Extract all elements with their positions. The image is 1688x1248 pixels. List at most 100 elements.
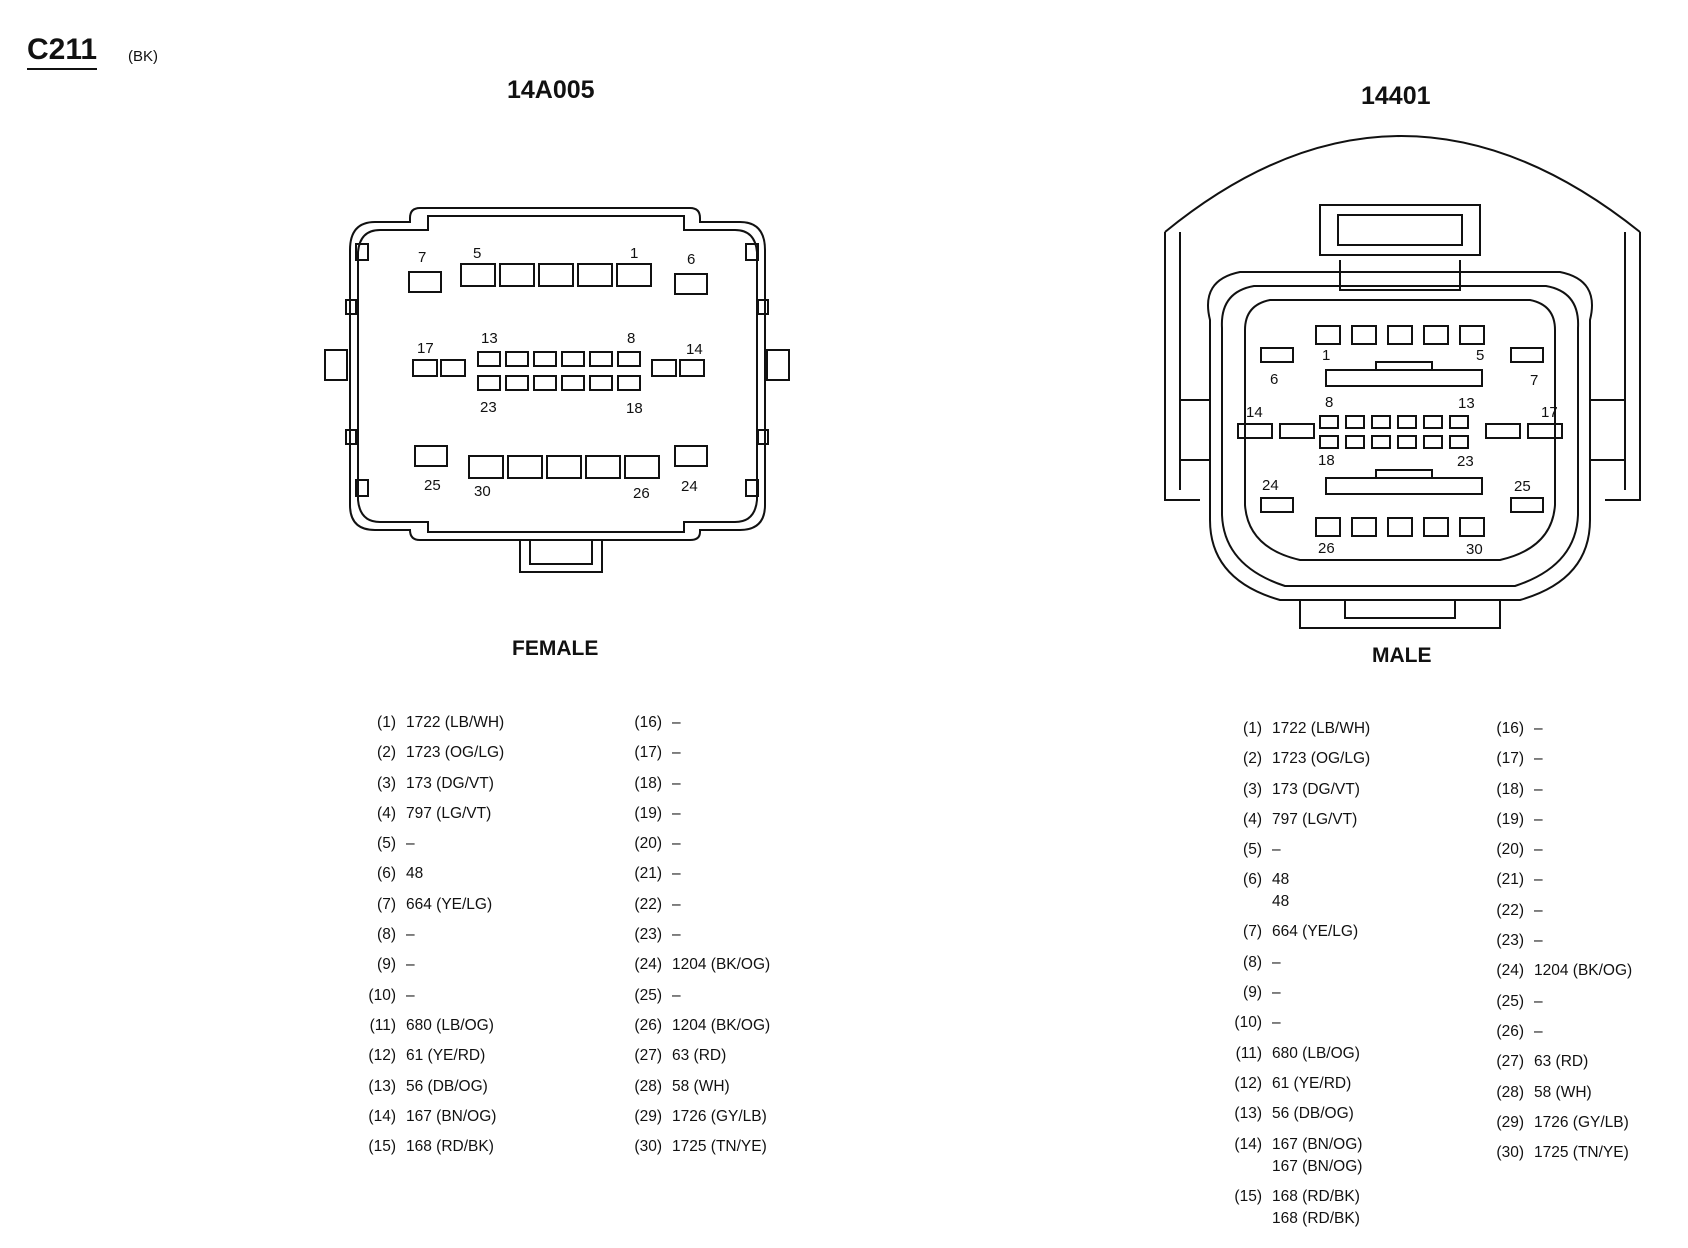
circuit-values: 1723 (OG/LG): [406, 742, 504, 764]
pin-number: (10): [1234, 1014, 1262, 1032]
circuit-value: 167 (BN/OG): [1272, 1157, 1363, 1175]
circuit-value: –: [406, 835, 415, 853]
pin-number: (4): [377, 804, 396, 822]
circuit-value: 167 (BN/OG): [1272, 1135, 1363, 1153]
female-pin-label: 7: [418, 249, 426, 266]
circuit-value: 1726 (GY/LB): [672, 1107, 767, 1125]
circuit-value: 173 (DG/VT): [1272, 780, 1360, 798]
circuit-value: –: [1534, 720, 1543, 737]
pin-number: (26): [1496, 1022, 1524, 1040]
circuit-value: 168 (RD/BK): [1272, 1209, 1360, 1227]
female-pin-label: 18: [626, 400, 643, 417]
circuit-values: 1726 (GY/LB): [672, 1106, 767, 1128]
circuit-row: (8)–: [1226, 952, 1370, 982]
circuit-row: (2)1723 (OG/LG): [1226, 748, 1370, 778]
circuit-value: 680 (LB/OG): [406, 1016, 494, 1034]
circuit-value: 1725 (TN/YE): [1534, 1144, 1629, 1162]
circuit-values: –: [672, 894, 681, 916]
circuit-row: (24)1204 (BK/OG): [626, 954, 770, 984]
pin-number: (19): [634, 804, 662, 822]
pin-number: (25): [1496, 992, 1524, 1010]
circuit-values: 63 (RD): [1534, 1051, 1588, 1073]
circuit-values: –: [672, 773, 681, 795]
circuit-row: (28)58 (WH): [626, 1076, 770, 1106]
circuit-row: (2) 1723 (OG/LG): [360, 742, 504, 772]
circuit-value: 1204 (BK/OG): [672, 1016, 771, 1034]
circuit-row: (12)61 (YE/RD): [360, 1045, 504, 1075]
circuit-value: –: [672, 744, 681, 762]
circuit-row: (28)58 (WH): [1488, 1082, 1632, 1112]
circuit-value: –: [406, 986, 415, 1004]
female-pin-label: 30: [474, 483, 491, 500]
circuit-row: (11)680 (LB/OG): [1226, 1043, 1370, 1073]
pin-number: (28): [634, 1077, 662, 1095]
female-pin-label: 14: [686, 341, 703, 358]
circuit-values: 1722 (LB/WH): [1272, 718, 1370, 740]
pin-number: (3): [377, 774, 396, 792]
circuit-values: –: [672, 712, 681, 734]
pin-number: (16): [1496, 720, 1524, 737]
female-pin-label: 5: [473, 245, 481, 262]
circuit-row: (30)1725 (TN/YE): [1488, 1142, 1632, 1172]
pin-number: (24): [1496, 962, 1524, 980]
pin-number: (30): [634, 1138, 662, 1156]
circuit-value: 664 (YE/LG): [406, 895, 493, 913]
circuit-values: 58 (WH): [1534, 1082, 1592, 1104]
circuit-value: 1725 (TN/YE): [672, 1138, 767, 1156]
circuit-values: –: [1534, 869, 1543, 891]
pin-number: (3): [1243, 780, 1262, 798]
male-pin-label: 23: [1457, 453, 1474, 470]
circuit-value: –: [1534, 932, 1543, 950]
circuit-values: –: [1534, 1021, 1543, 1043]
female-pin-label: 24: [681, 478, 698, 495]
circuit-value: 48: [1272, 871, 1290, 889]
circuit-values: –: [1272, 839, 1281, 861]
circuit-values: 1726 (GY/LB): [1534, 1112, 1629, 1134]
male-pin-label: 25: [1514, 478, 1531, 495]
pin-number: (8): [377, 926, 396, 944]
pin-number: (12): [368, 1047, 396, 1065]
circuit-value: –: [672, 895, 681, 913]
circuit-value: –: [406, 956, 415, 974]
pin-number: (16): [634, 714, 662, 731]
circuit-row: (17)–: [1488, 748, 1632, 778]
pin-number: (1): [377, 714, 396, 731]
circuit-value: 58 (WH): [1534, 1083, 1592, 1101]
circuit-row: (5)–: [1226, 839, 1370, 869]
circuit-values: –: [1534, 718, 1543, 740]
circuit-value: –: [1534, 841, 1543, 859]
circuit-value: –: [672, 714, 681, 731]
circuit-row: (1)1722 (LB/WH): [1226, 718, 1370, 748]
circuit-value: –: [1534, 992, 1543, 1010]
pin-number: (13): [368, 1077, 396, 1095]
circuit-row: (13)56 (DB/OG): [360, 1076, 504, 1106]
circuit-values: 664 (YE/LG): [1272, 921, 1358, 943]
circuit-values: –: [672, 742, 681, 764]
circuit-value: 1204 (BK/OG): [1534, 962, 1633, 980]
pin-number: (22): [634, 895, 662, 913]
circuit-value: –: [672, 835, 681, 853]
circuit-row: (30) 1725 (TN/YE): [626, 1136, 770, 1166]
pin-number: (2): [377, 744, 396, 762]
circuit-row: (18)–: [1488, 779, 1632, 809]
circuit-row: (24) 1204 (BK/OG): [1488, 960, 1632, 990]
pin-number: (8): [1243, 953, 1262, 971]
circuit-row: (3) 173 (DG/VT): [1226, 779, 1370, 809]
female-pin-label: 17: [417, 340, 434, 357]
pin-number: (17): [634, 744, 662, 762]
circuit-value: –: [1272, 953, 1281, 971]
circuit-values: –: [406, 985, 415, 1007]
circuit-value: 1723 (OG/LG): [1272, 750, 1371, 768]
circuit-values: –: [1534, 748, 1543, 770]
circuit-value: 797 (LG/VT): [406, 804, 492, 822]
male-pin-label: 17: [1541, 404, 1558, 421]
circuit-values: 173 (DG/VT): [1272, 779, 1360, 801]
male-pin-label: 13: [1458, 395, 1475, 412]
female-pin-label: 26: [633, 485, 650, 502]
circuit-value: 63 (RD): [1534, 1053, 1589, 1071]
male-pin-label: 18: [1318, 452, 1335, 469]
circuit-values: –: [1534, 779, 1543, 801]
female-part-number: 14A005: [507, 76, 595, 104]
circuit-row: (18)–: [626, 773, 770, 803]
